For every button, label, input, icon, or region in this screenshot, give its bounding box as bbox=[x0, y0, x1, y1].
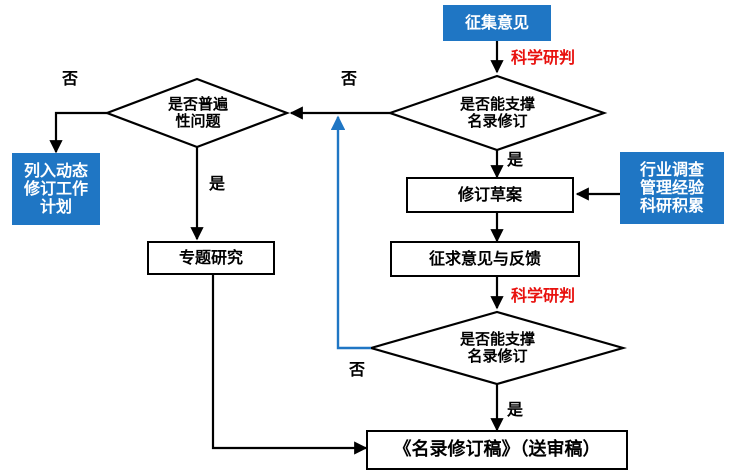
node-universal-problem-label: 是否普遍 性问题 bbox=[167, 95, 228, 130]
node-judge-support-revision-bottom-label: 是否能支撑 名录修订 bbox=[459, 330, 535, 365]
note-scientific-judgment-bottom-label: 科学研判 bbox=[511, 286, 576, 305]
node-revision-draft[interactable]: 修订草案 bbox=[406, 177, 574, 213]
edge-label-no-middle: 否 bbox=[341, 71, 357, 87]
edge-label-yes-judge1: 是 bbox=[507, 152, 523, 168]
note-scientific-judgment-bottom: 科学研判 bbox=[511, 288, 575, 304]
node-universal-problem[interactable]: 是否普遍 性问题 bbox=[133, 88, 263, 138]
node-final-revision-document-label: 《名录修订稿》（送审稿） bbox=[393, 438, 601, 460]
edge-label-yes-universal-text: 是 bbox=[209, 174, 226, 193]
node-solicit-feedback[interactable]: 征求意见与反馈 bbox=[390, 241, 580, 277]
node-dynamic-revision-plan-label: 列入动态 修订工作 计划 bbox=[23, 161, 88, 216]
edge-label-no-judge2-text: 否 bbox=[349, 360, 366, 379]
diamond-outline-judge1 bbox=[386, 74, 608, 152]
edge-research-to-final bbox=[211, 275, 368, 455]
node-info-sources[interactable]: 行业调查 管理经验 科研积累 bbox=[620, 152, 724, 224]
edge-label-no-left: 否 bbox=[62, 71, 78, 87]
edge-label-yes-universal: 是 bbox=[209, 176, 225, 192]
diamond-outline-judge2 bbox=[366, 310, 628, 386]
note-scientific-judgment-top: 科学研判 bbox=[511, 50, 575, 66]
node-collect-opinions[interactable]: 征集意见 bbox=[443, 5, 551, 41]
node-dynamic-revision-plan[interactable]: 列入动态 修订工作 计划 bbox=[12, 153, 100, 225]
node-judge-support-revision-top-label: 是否能支撑 名录修订 bbox=[459, 95, 535, 130]
edge-label-no-left-text: 否 bbox=[62, 69, 79, 88]
diamond-outline-universal bbox=[103, 77, 291, 149]
node-final-revision-document[interactable]: 《名录修订稿》（送审稿） bbox=[366, 430, 628, 470]
node-info-sources-label: 行业调查 管理经验 科研积累 bbox=[639, 160, 704, 215]
edge-label-yes-judge1-text: 是 bbox=[507, 150, 524, 169]
edge-label-yes-judge2: 是 bbox=[507, 402, 523, 418]
node-solicit-feedback-label: 征求意见与反馈 bbox=[428, 249, 541, 269]
edge-label-no-middle-text: 否 bbox=[341, 69, 358, 88]
edge-label-no-judge2: 否 bbox=[349, 362, 365, 378]
node-judge-support-revision-bottom[interactable]: 是否能支撑 名录修订 bbox=[425, 323, 570, 373]
edge-label-yes-judge2-text: 是 bbox=[507, 400, 524, 419]
node-collect-opinions-label: 征集意见 bbox=[464, 13, 529, 33]
node-judge-support-revision-top[interactable]: 是否能支撑 名录修订 bbox=[425, 88, 570, 138]
node-revision-draft-label: 修订草案 bbox=[457, 185, 522, 205]
edge-universal-no-to-dynamicplan bbox=[49, 111, 107, 154]
edge-judge2-no-feedback-loop bbox=[330, 115, 371, 350]
node-special-research[interactable]: 专题研究 bbox=[147, 241, 275, 275]
node-special-research-label: 专题研究 bbox=[178, 248, 243, 268]
note-scientific-judgment-top-label: 科学研判 bbox=[511, 48, 576, 67]
